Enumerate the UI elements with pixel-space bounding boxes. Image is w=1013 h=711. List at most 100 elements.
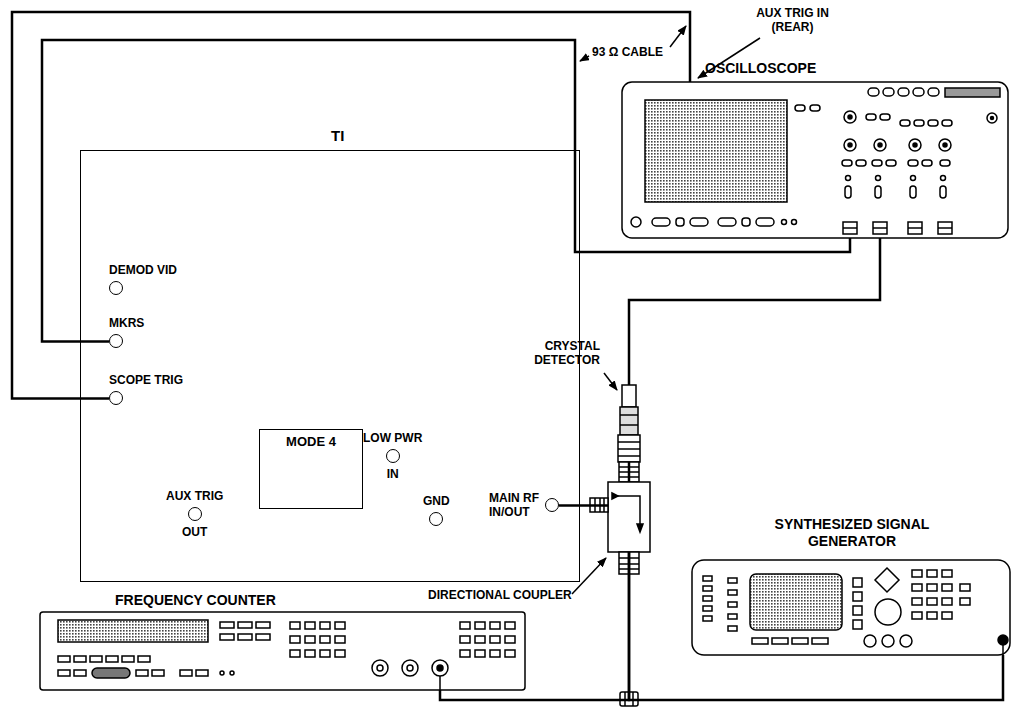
rect-graphic bbox=[152, 670, 164, 676]
rect-graphic bbox=[728, 626, 737, 631]
rect-graphic bbox=[927, 612, 937, 619]
rect-graphic bbox=[868, 88, 879, 96]
rect-graphic bbox=[812, 638, 828, 644]
rect-graphic bbox=[912, 598, 922, 605]
rect-graphic bbox=[703, 576, 712, 581]
cable-connector bbox=[629, 462, 630, 482]
mode-panel: MODE 4 bbox=[259, 429, 363, 509]
node-label: CRYSTAL DETECTOR bbox=[520, 339, 600, 368]
rect-graphic bbox=[942, 612, 952, 619]
rect-graphic bbox=[703, 616, 712, 621]
rect-graphic bbox=[608, 482, 650, 552]
rect-graphic bbox=[853, 592, 862, 601]
rect-graphic bbox=[772, 638, 788, 644]
circle-graphic bbox=[377, 665, 383, 671]
path-graphic bbox=[637, 524, 643, 532]
crystal-detector-drawing bbox=[618, 385, 640, 462]
rect-graphic bbox=[886, 160, 896, 166]
rect-graphic bbox=[900, 120, 910, 126]
directional-coupler: DIRECTIONAL COUPLER bbox=[608, 482, 650, 552]
rect-graphic bbox=[728, 602, 737, 607]
rect-graphic bbox=[875, 186, 881, 198]
line-graphic bbox=[938, 227, 952, 229]
node-label: GND bbox=[423, 494, 450, 508]
rect-graphic bbox=[940, 160, 950, 166]
circle-graphic bbox=[878, 143, 882, 147]
path-graphic bbox=[875, 568, 899, 592]
port-connector: SCOPE TRIG bbox=[109, 373, 183, 405]
circle-graphic bbox=[407, 665, 413, 671]
cable-connector bbox=[629, 552, 1003, 700]
oscilloscope: OSCILLOSCOPE bbox=[622, 82, 1008, 238]
circle-graphic bbox=[941, 176, 946, 181]
rect-graphic bbox=[238, 622, 252, 628]
circle-graphic bbox=[864, 635, 876, 647]
circle-graphic bbox=[846, 176, 851, 181]
rect-graphic bbox=[335, 636, 345, 643]
circle-graphic bbox=[230, 671, 234, 675]
line-graphic bbox=[618, 455, 640, 457]
callout-label: 93 Ω CABLE bbox=[592, 45, 663, 59]
port-connector: GND bbox=[423, 494, 450, 526]
rect-graphic bbox=[320, 636, 330, 643]
circle-graphic bbox=[631, 217, 641, 227]
rect-graphic bbox=[942, 598, 952, 605]
rect-graphic bbox=[620, 407, 638, 435]
rect-graphic bbox=[220, 622, 234, 628]
rect-graphic bbox=[810, 105, 820, 111]
rect-graphic bbox=[750, 574, 842, 630]
rect-graphic bbox=[942, 120, 952, 126]
callout-label: AUX TRIG IN (REAR) bbox=[745, 6, 840, 35]
rect-graphic bbox=[703, 606, 712, 611]
port-connector: LOW PWRIN bbox=[363, 431, 422, 482]
node-label: FREQUENCY COUNTER bbox=[115, 592, 276, 609]
signal-generator-drawing bbox=[692, 560, 1010, 655]
polyline-graphic bbox=[559, 504, 608, 507]
rect-graphic bbox=[238, 634, 252, 640]
circle-graphic bbox=[876, 176, 881, 181]
rect-graphic bbox=[908, 160, 918, 166]
rect-graphic bbox=[728, 578, 737, 583]
circle-graphic bbox=[875, 599, 901, 625]
port-connector: MKRS bbox=[109, 316, 144, 348]
node-label: DEMOD VID bbox=[109, 263, 177, 277]
node-label: LOW PWR bbox=[363, 431, 422, 445]
node-label: MKRS bbox=[109, 316, 144, 330]
circle-graphic bbox=[991, 117, 994, 120]
path-graphic bbox=[616, 496, 640, 530]
rect-graphic bbox=[92, 668, 130, 678]
port-connector: AUX TRIG OUT bbox=[166, 489, 223, 540]
node-label: AUX TRIG bbox=[166, 489, 223, 503]
node-label: SCOPE TRIG bbox=[109, 373, 183, 387]
node-label: MAIN RF bbox=[489, 491, 539, 505]
rect-graphic bbox=[335, 650, 345, 657]
rect-graphic bbox=[690, 218, 708, 226]
port-circle bbox=[109, 281, 123, 295]
rect-graphic bbox=[928, 120, 938, 126]
circle-graphic bbox=[372, 660, 388, 676]
circle-graphic bbox=[874, 139, 886, 151]
rect-graphic bbox=[792, 638, 808, 644]
node-label: DIRECTIONAL COUPLER bbox=[428, 588, 572, 602]
line-graphic bbox=[620, 414, 638, 416]
rect-graphic bbox=[752, 638, 768, 644]
rect-graphic bbox=[866, 114, 876, 120]
circle-graphic bbox=[943, 143, 947, 147]
leader-arrows bbox=[572, 26, 760, 594]
rect-graphic bbox=[505, 622, 515, 629]
rect-graphic bbox=[320, 650, 330, 657]
rect-graphic bbox=[692, 560, 1010, 655]
port-circle bbox=[386, 449, 400, 463]
circle-graphic bbox=[844, 139, 856, 151]
rect-graphic bbox=[475, 636, 485, 643]
rect-graphic bbox=[490, 650, 500, 657]
rect-graphic bbox=[290, 622, 300, 629]
rect-graphic bbox=[676, 218, 684, 226]
rect-graphic bbox=[58, 656, 70, 662]
node-label: OUT bbox=[182, 525, 207, 539]
circle-graphic bbox=[909, 139, 921, 151]
rect-graphic bbox=[490, 636, 500, 643]
line-graphic bbox=[908, 227, 922, 229]
rect-graphic bbox=[619, 462, 639, 482]
circle-graphic bbox=[402, 660, 418, 676]
